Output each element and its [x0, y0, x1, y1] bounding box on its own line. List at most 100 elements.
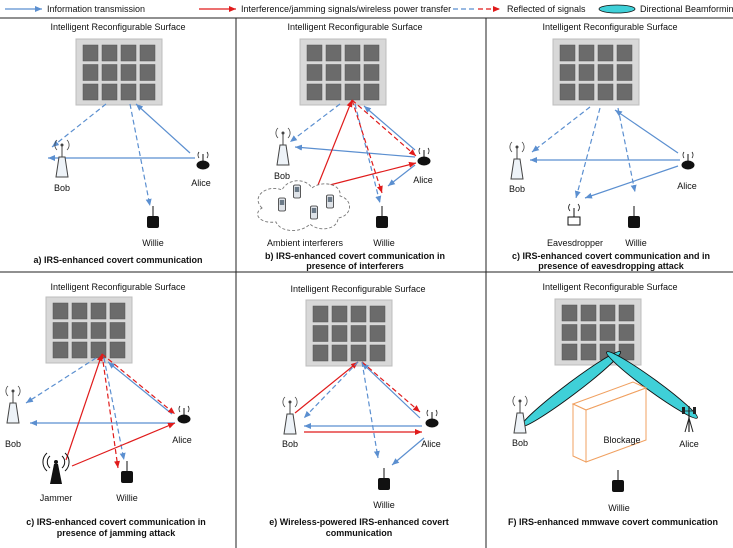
- irs-element: [580, 343, 597, 361]
- irs-element: [616, 44, 633, 62]
- info-link: [361, 362, 421, 419]
- signal-waves: [54, 139, 70, 151]
- irs-element: [561, 324, 578, 341]
- irs-element: [109, 302, 126, 320]
- irs-element: [312, 325, 329, 342]
- alice-label: Alice: [172, 435, 192, 445]
- reflected-interference-link: [351, 99, 417, 157]
- irs-surface: [75, 38, 163, 106]
- phone-icon: [310, 205, 318, 220]
- willie-device-icon: [376, 206, 388, 228]
- interferer-cloud: [257, 180, 350, 231]
- alice-label: Alice: [677, 181, 697, 191]
- reflected-link: [574, 107, 601, 199]
- bob-antenna-icon: [282, 396, 298, 435]
- irs-element: [616, 83, 633, 101]
- willie-label: Willie: [373, 500, 395, 510]
- irs-element: [618, 304, 635, 322]
- jamming-link: [65, 353, 103, 461]
- bob-antenna-icon: [509, 141, 525, 180]
- signal-waves: [568, 203, 580, 212]
- antenna-tip: [60, 143, 64, 147]
- irs-element: [344, 64, 361, 81]
- panel-caption-line-2: presence of jamming attack: [57, 528, 177, 538]
- phone-icon: [278, 197, 286, 212]
- tower-tip: [54, 460, 58, 464]
- device-body: [121, 471, 133, 483]
- irs-element: [597, 83, 614, 101]
- irs-element: [580, 324, 597, 341]
- irs-element: [369, 325, 386, 342]
- panel-caption-line-2: presence of eavesdropping attack: [538, 261, 685, 271]
- antenna-tip: [288, 400, 292, 404]
- reflected-link: [531, 106, 591, 153]
- info-link: [135, 103, 191, 154]
- irs-element: [325, 83, 342, 101]
- panel-caption-line-1: e) Wireless-powered IRS-enhanced covert: [269, 517, 448, 527]
- irs-label: Intelligent Reconfigurable Surface: [542, 282, 677, 292]
- panel-caption-line-1: c) IRS-enhanced covert communication and…: [512, 251, 710, 261]
- alice-tower-icon: [682, 406, 696, 433]
- reflected-link: [103, 357, 126, 461]
- willie-label: Willie: [625, 238, 647, 248]
- irs-element: [306, 44, 323, 62]
- irs-element: [71, 302, 88, 320]
- irs-element: [344, 44, 361, 62]
- irs-element: [578, 44, 595, 62]
- signal-waves: [418, 147, 430, 155]
- signal-waves: [5, 385, 21, 397]
- irs-element: [559, 64, 576, 81]
- phone-screen: [311, 208, 317, 213]
- irs-element: [561, 304, 578, 322]
- irs-element: [350, 325, 367, 342]
- panel-c-eavesdropper: Intelligent Reconfigurable Surface Bob A…: [509, 22, 710, 271]
- panel-caption-line-1: b) IRS-enhanced covert communication in: [265, 251, 445, 261]
- irs-element: [52, 322, 69, 339]
- irs-element: [350, 344, 367, 362]
- alice-label: Alice: [679, 439, 699, 449]
- irs-element: [82, 83, 99, 101]
- eavesdropper-icon: [567, 203, 581, 226]
- device-body: [425, 418, 439, 428]
- irs-element: [306, 83, 323, 101]
- willie-label: Willie: [116, 493, 138, 503]
- signal-waves: [682, 151, 694, 159]
- antenna-tip: [515, 145, 519, 149]
- irs-element: [325, 44, 342, 62]
- irs-element: [52, 302, 69, 320]
- eavesdropper-label: Eavesdropper: [547, 238, 603, 248]
- alice-label: Alice: [421, 439, 441, 449]
- irs-element: [578, 83, 595, 101]
- willie-device-icon: [378, 468, 390, 490]
- alice-label: Alice: [413, 175, 433, 185]
- irs-surface: [552, 38, 640, 106]
- willie-device-icon: [628, 206, 640, 228]
- legend-beam-ellipse: [598, 4, 636, 14]
- irs-element: [331, 305, 348, 323]
- irs-element: [559, 83, 576, 101]
- info-link: [294, 144, 416, 158]
- device-body: [378, 478, 390, 490]
- antenna-body: [283, 413, 297, 435]
- irs-element: [616, 64, 633, 81]
- irs-surface: [299, 38, 387, 106]
- info-link: [387, 164, 416, 187]
- signal-waves: [178, 405, 190, 413]
- device-body: [196, 160, 210, 170]
- legend-info-label: Information transmission: [47, 4, 145, 14]
- irs-element: [363, 44, 380, 62]
- phone-screen: [279, 200, 285, 205]
- jamming-link: [71, 422, 176, 467]
- reflected-link: [25, 357, 97, 404]
- tower-body: [50, 464, 62, 484]
- willie-device-icon: [121, 461, 133, 483]
- phone-screen: [294, 187, 300, 192]
- irs-element: [82, 64, 99, 81]
- reflected-link: [617, 107, 637, 193]
- interference-link: [321, 161, 417, 188]
- alice-antenna-icon: [425, 409, 439, 428]
- signal-waves: [42, 452, 70, 472]
- signal-waves: [282, 396, 298, 408]
- tower-leg: [688, 417, 694, 433]
